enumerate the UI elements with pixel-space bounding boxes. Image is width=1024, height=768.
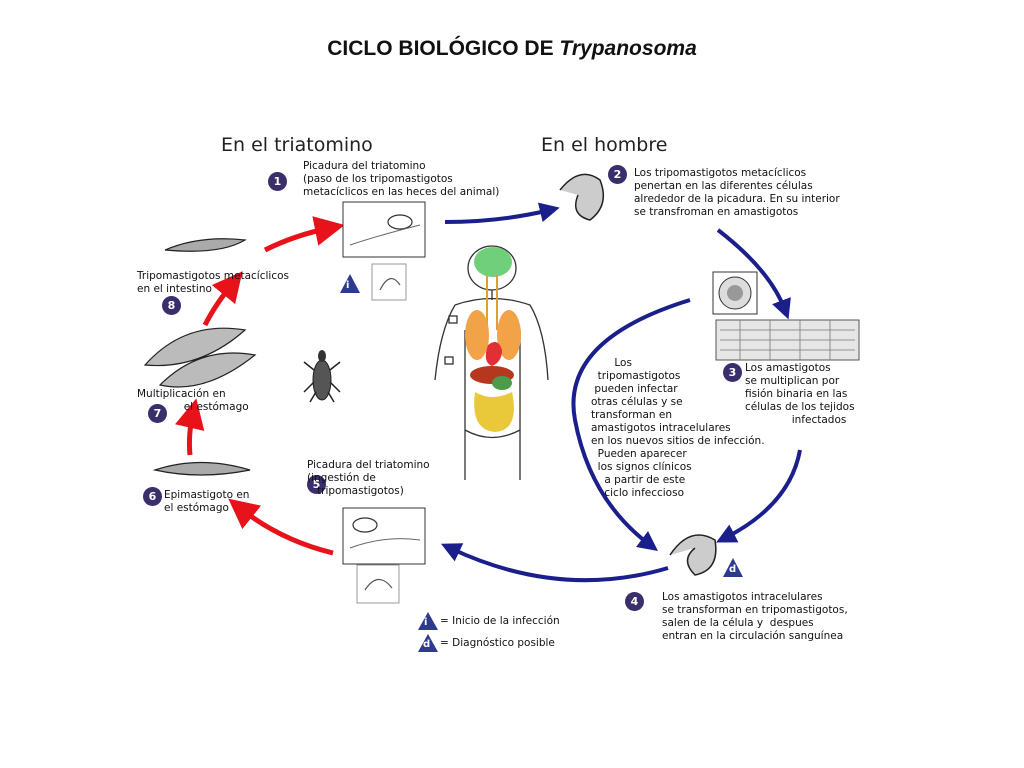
step-text-1: Picadura del triatomino (paso de los tri… bbox=[303, 160, 500, 198]
page-title: CICLO BIOLÓGICO DE Trypanosoma bbox=[0, 37, 1024, 61]
infected-cell-image bbox=[712, 271, 758, 315]
trypomastigote-human-top bbox=[559, 173, 605, 221]
step-badge-2: 2 bbox=[608, 165, 627, 184]
parasite-step6 bbox=[152, 461, 251, 476]
step-text-3: Los amastigotos se multiplican por fisió… bbox=[745, 362, 855, 426]
trypomastigote-human-bottom bbox=[669, 534, 717, 576]
marker-i-triangle bbox=[340, 274, 360, 293]
human-figure bbox=[434, 245, 549, 480]
legend-start-infection: = Inicio de la infección bbox=[440, 615, 560, 627]
step-badge-5: 5 bbox=[307, 475, 326, 494]
legend-diagnosis: = Diagnóstico posible bbox=[440, 637, 555, 649]
marker-i-label: i bbox=[346, 280, 350, 291]
section-vector-heading: En el triatomino bbox=[221, 134, 373, 156]
step-text-2: Los tripomastigotos metacíclicos penerta… bbox=[634, 167, 840, 218]
step-text-8: Tripomastigotos metacíclicos en el intes… bbox=[137, 270, 290, 295]
step-badge-8: 8 bbox=[162, 296, 181, 315]
red-arrow-5-to-6 bbox=[228, 498, 334, 556]
legend-i-marker: i bbox=[424, 617, 428, 628]
bite-illustration-bottom bbox=[342, 507, 426, 604]
step-badge-1: 1 bbox=[268, 172, 287, 191]
step-badge-7: 7 bbox=[148, 404, 167, 423]
step-text-7: Multiplicación en el estómago bbox=[137, 388, 249, 413]
marker-d-label: d bbox=[729, 564, 737, 575]
title-main: CICLO BIOLÓGICO DE bbox=[327, 37, 560, 60]
blue-arrow-4-to-5 bbox=[440, 543, 669, 583]
parasite-step8 bbox=[164, 238, 247, 252]
center-note: Los tripomastigotos pueden infectar otra… bbox=[591, 357, 765, 499]
step-badge-4: 4 bbox=[625, 592, 644, 611]
parasite-step7 bbox=[143, 327, 257, 388]
red-arrow-7-to-8 bbox=[202, 271, 243, 327]
step-badge-6: 6 bbox=[143, 487, 162, 506]
title-species: Trypanosoma bbox=[559, 37, 697, 60]
bite-illustration-top bbox=[342, 201, 426, 301]
step-badge-3: 3 bbox=[723, 363, 742, 382]
marker-d-triangle bbox=[723, 558, 743, 577]
legend-d-triangle bbox=[418, 634, 438, 652]
step-text-5: Picadura del triatomino (ingestión de tr… bbox=[307, 459, 430, 497]
legend-d-marker: d bbox=[423, 639, 431, 650]
blue-arrow-3-to-4 bbox=[716, 449, 802, 543]
step-text-4: Los amastigotos intracelulares se transf… bbox=[662, 591, 848, 642]
tissue-image bbox=[715, 319, 860, 361]
red-arrow-8-to-1 bbox=[263, 216, 345, 253]
step-text-6: Epimastigoto en el estómago bbox=[164, 489, 250, 514]
triatomine-bug-icon bbox=[303, 350, 341, 403]
red-arrow-6-to-7 bbox=[175, 398, 205, 456]
blue-arrow-1-to-2 bbox=[444, 202, 560, 224]
blue-arrow-2-to-3 bbox=[716, 228, 791, 320]
section-human-heading: En el hombre bbox=[541, 134, 668, 156]
blue-arrow-loop bbox=[571, 298, 691, 552]
legend-i-triangle bbox=[418, 612, 438, 630]
